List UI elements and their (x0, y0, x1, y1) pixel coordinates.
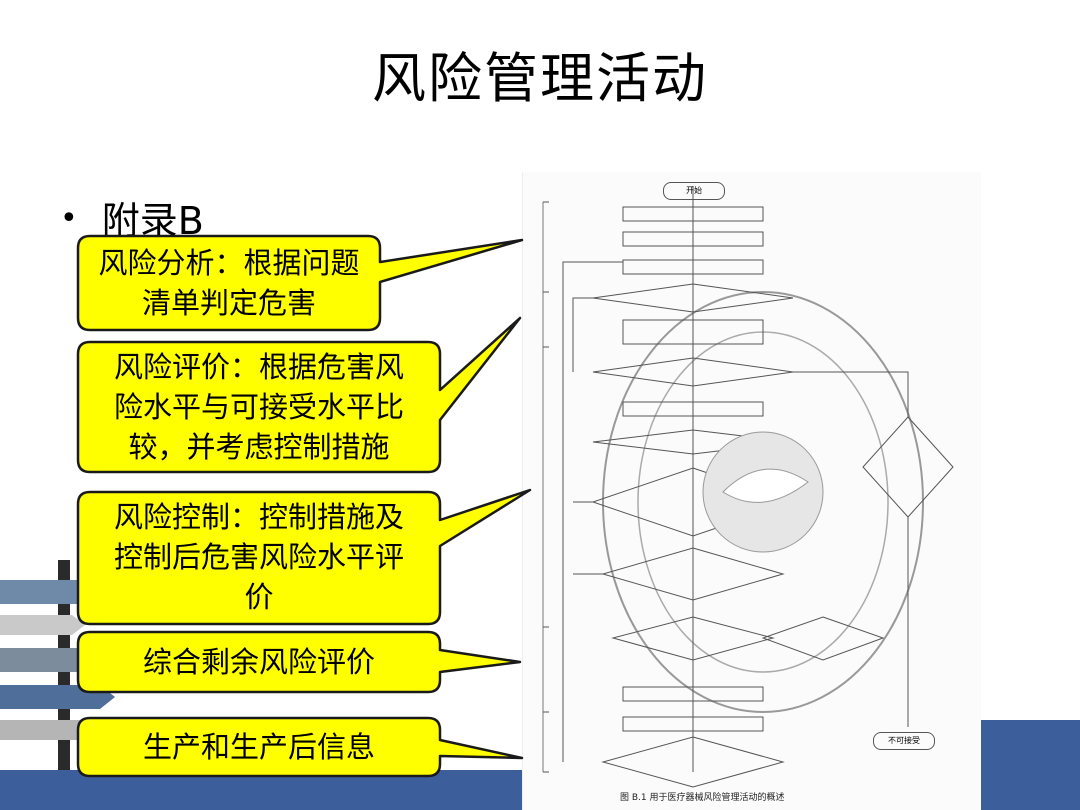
callout-residual-risk: 综合剩余风险评价 (78, 642, 440, 682)
callout-2-line-1: 风险评价：根据危害风 (113, 350, 404, 384)
callout-shape-3 (76, 488, 532, 626)
callout-3-line-3: 价 (244, 580, 274, 614)
flow-start-node: 开始 (663, 182, 725, 200)
flowchart-svg (542, 186, 954, 788)
bullet-dot-icon: • (60, 201, 78, 236)
callout-5-line-1: 生产和生产后信息 (142, 730, 375, 764)
callout-1-line-2: 清单判定危害 (141, 286, 316, 320)
flow-end-node: 不可接受 (873, 732, 935, 750)
right-band-decoration (978, 720, 1080, 810)
callout-2-line-2: 险水平与可接受水平比 (113, 390, 404, 424)
callout-risk-analysis: 风险分析：根据问题 清单判定危害 (78, 243, 380, 323)
callout-2-line-3: 较，并考虑控制措施 (128, 430, 390, 464)
callout-shape-5 (76, 716, 524, 778)
slide-title: 风险管理活动 (372, 47, 708, 110)
callout-risk-control: 风险控制：控制措施及 控制后危害风险水平评 价 (78, 497, 440, 617)
callout-production-info: 生产和生产后信息 (78, 727, 440, 767)
callout-shape-2 (76, 316, 522, 474)
flowchart-caption: 图 B.1 用于医疗器械风险管理活动的概述 (620, 793, 785, 803)
callout-risk-evaluation: 风险评价：根据危害风 险水平与可接受水平比 较，并考虑控制措施 (78, 347, 440, 467)
callout-4-line-1: 综合剩余风险评价 (142, 645, 375, 679)
risk-management-flowchart: 开始 不可接受 (522, 172, 981, 810)
callout-shape-1 (76, 234, 524, 332)
callout-1-line-1: 风险分析：根据问题 (98, 246, 360, 280)
callout-shape-4 (76, 630, 522, 694)
callout-3-line-1: 风险控制：控制措施及 (113, 500, 404, 534)
callout-3-line-2: 控制后危害风险水平评 (113, 540, 404, 574)
